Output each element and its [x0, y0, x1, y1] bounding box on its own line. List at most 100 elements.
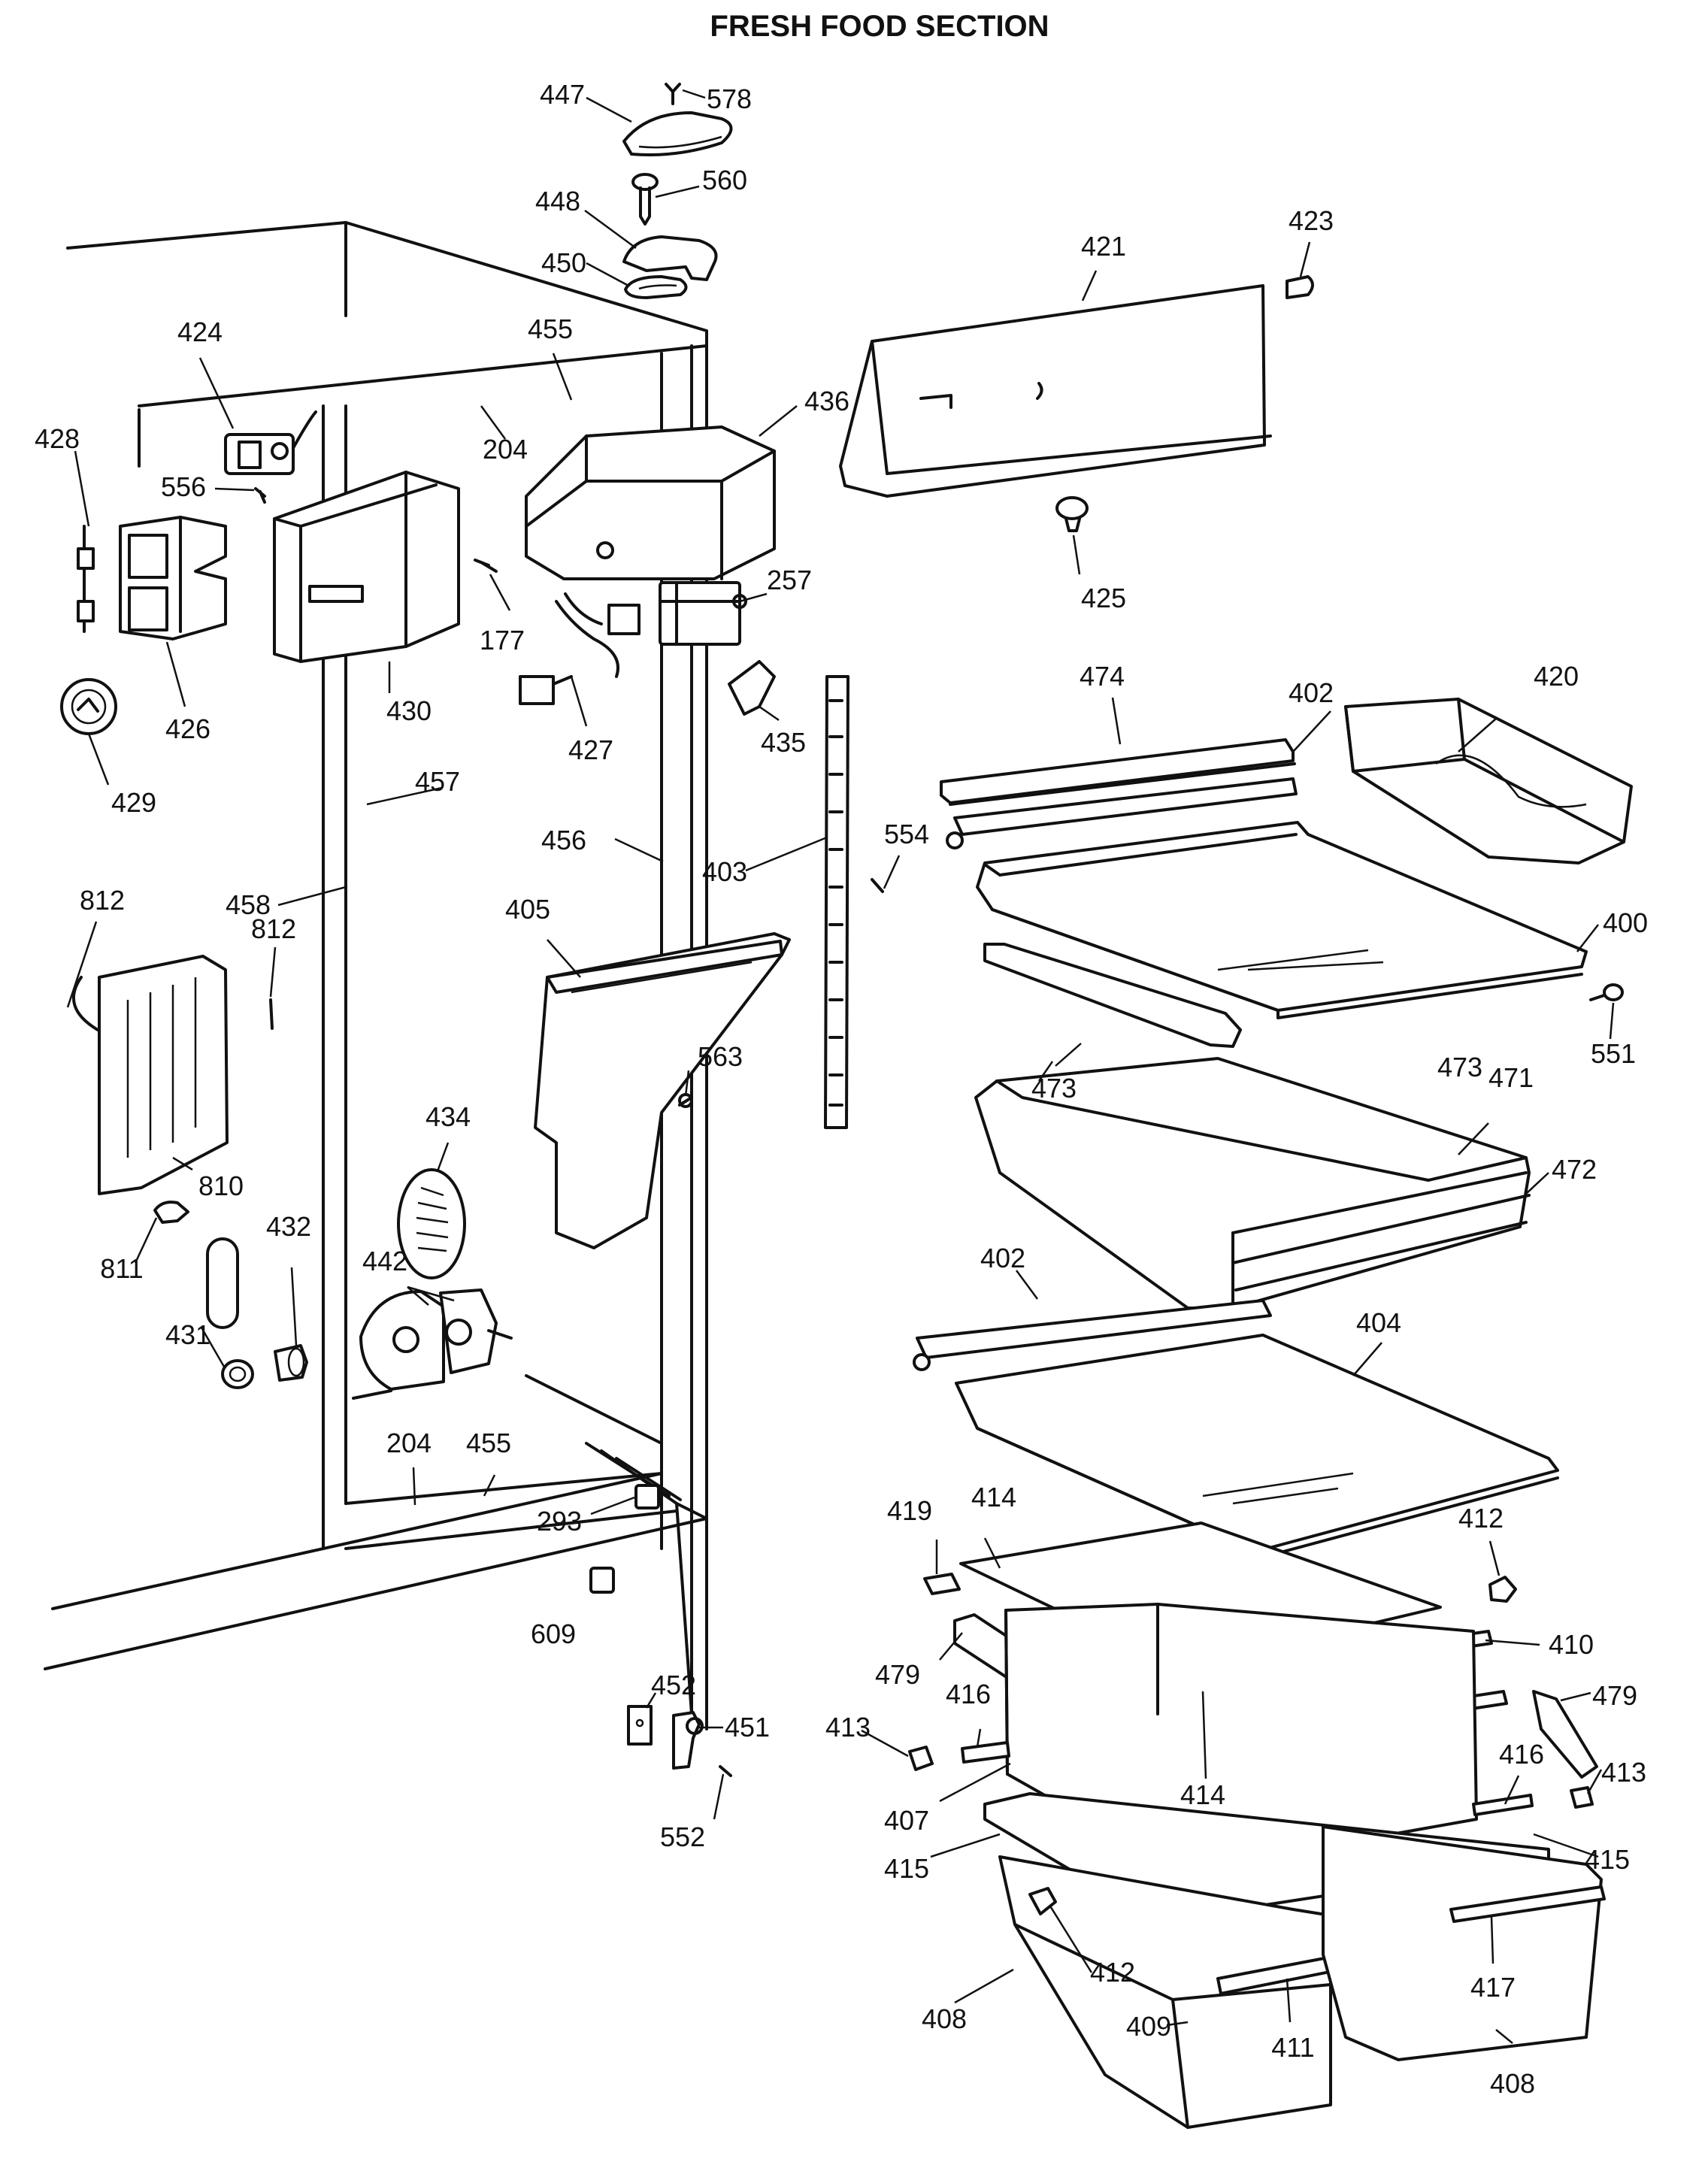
part-473-rail [983, 943, 1242, 1048]
callout-412b: 412 [1090, 1957, 1135, 1988]
callout-560: 560 [702, 165, 747, 195]
callout-458: 458 [226, 889, 271, 920]
callout-400: 400 [1603, 907, 1648, 938]
part-416-right-rod [1472, 1794, 1534, 1816]
callout-419: 419 [887, 1495, 932, 1526]
part-408-right-drawer [1322, 1825, 1606, 2061]
diagram-title: FRESH FOOD SECTION [710, 10, 1049, 43]
part-810-evap-cover [72, 955, 229, 1195]
callout-551: 551 [1591, 1038, 1636, 1069]
part-471-472-drawer [974, 1057, 1531, 1310]
callout-472: 472 [1552, 1154, 1597, 1185]
callout-810: 810 [198, 1170, 244, 1201]
part-609-clip [589, 1567, 615, 1594]
part-427-harness [519, 592, 640, 705]
callout-403: 403 [702, 856, 747, 887]
callout-556: 556 [161, 471, 206, 502]
part-435-clip [728, 660, 776, 716]
part-428-heater [77, 525, 95, 633]
callout-413a: 413 [825, 1712, 871, 1743]
part-563-screw [678, 1093, 693, 1108]
part-413-right-clip [1570, 1786, 1594, 1809]
callout-452: 452 [651, 1670, 696, 1700]
callout-456: 456 [541, 825, 586, 855]
part-430-housing [273, 471, 460, 663]
callout-448: 448 [535, 186, 580, 216]
callout-409: 409 [1126, 2011, 1171, 2042]
callout-414a: 414 [971, 1482, 1016, 1512]
callout-554: 554 [884, 819, 929, 849]
callout-402a: 402 [1289, 677, 1334, 708]
callout-436: 436 [804, 386, 849, 416]
part-442-damper [359, 1288, 513, 1391]
callout-473a: 473 [1437, 1052, 1482, 1082]
part-578-screw [665, 83, 681, 105]
part-412-stop [1488, 1576, 1517, 1603]
part-556-screw [254, 487, 266, 504]
callout-414b: 414 [1180, 1779, 1225, 1810]
part-425-button [1055, 496, 1089, 532]
callout-457: 457 [415, 766, 460, 797]
callout-434: 434 [425, 1101, 471, 1132]
callout-293: 293 [537, 1506, 582, 1537]
callout-425: 425 [1081, 583, 1126, 613]
part-400-shelf [976, 821, 1588, 1019]
callout-420: 420 [1534, 661, 1579, 692]
part-416-left-rod [961, 1741, 1010, 1764]
callout-578: 578 [707, 83, 752, 114]
callout-455a: 455 [528, 313, 573, 344]
part-429-knob [60, 678, 117, 735]
callout-455b: 455 [466, 1428, 511, 1458]
callout-479a: 479 [875, 1659, 920, 1690]
callout-204b: 204 [386, 1428, 432, 1458]
part-474-rail [940, 738, 1296, 806]
part-560-screw [631, 173, 659, 226]
callout-811: 811 [100, 1253, 143, 1284]
part-554-screw [871, 878, 884, 893]
part-450-gasket [624, 275, 688, 299]
callout-442: 442 [362, 1246, 407, 1276]
leader-lines [66, 89, 1615, 2044]
part-423-bulb [1286, 275, 1314, 299]
part-432-bushing [274, 1344, 308, 1382]
callout-429: 429 [111, 787, 156, 818]
callout-430: 430 [386, 695, 432, 726]
callout-257: 257 [767, 565, 812, 595]
callout-812a: 812 [80, 885, 125, 916]
callout-447: 447 [540, 79, 585, 110]
part-402-lower-rod [913, 1299, 1272, 1371]
callout-428: 428 [35, 423, 80, 454]
callout-432: 432 [266, 1211, 311, 1242]
callout-451: 451 [725, 1712, 770, 1743]
callout-416b: 416 [1499, 1739, 1544, 1770]
callout-411: 411 [1271, 2032, 1314, 2063]
callout-427: 427 [568, 734, 613, 765]
part-257-timer [659, 581, 747, 646]
callout-410: 410 [1549, 1629, 1594, 1660]
part-424-motor [224, 410, 317, 475]
part-479-right-track [1532, 1690, 1598, 1779]
part-812-clip [269, 998, 274, 1030]
callout-412a: 412 [1458, 1503, 1504, 1534]
part-811-clip [153, 1201, 189, 1224]
callout-424: 424 [177, 316, 223, 347]
part-opening [206, 1237, 239, 1329]
part-421-light-shield [839, 284, 1272, 498]
callout-609: 609 [531, 1618, 576, 1649]
callout-473b: 473 [1031, 1073, 1077, 1104]
callout-417: 417 [1470, 1972, 1516, 2003]
part-452-plate [627, 1705, 653, 1746]
part-451-hinge [672, 1711, 704, 1770]
part-419-support [923, 1573, 961, 1595]
callout-204a: 204 [483, 434, 528, 465]
part-420-pan [1344, 698, 1633, 864]
callout-404: 404 [1356, 1307, 1401, 1338]
callout-415a: 415 [884, 1853, 929, 1884]
callout-421: 421 [1081, 231, 1126, 262]
callout-450: 450 [541, 247, 586, 278]
part-431-grommet [221, 1359, 254, 1389]
callout-labels: 447 578 560 448 450 424 455 436 421 423 … [35, 79, 1648, 2099]
part-402-upper-rod [946, 777, 1298, 849]
part-447-cap [622, 111, 733, 156]
